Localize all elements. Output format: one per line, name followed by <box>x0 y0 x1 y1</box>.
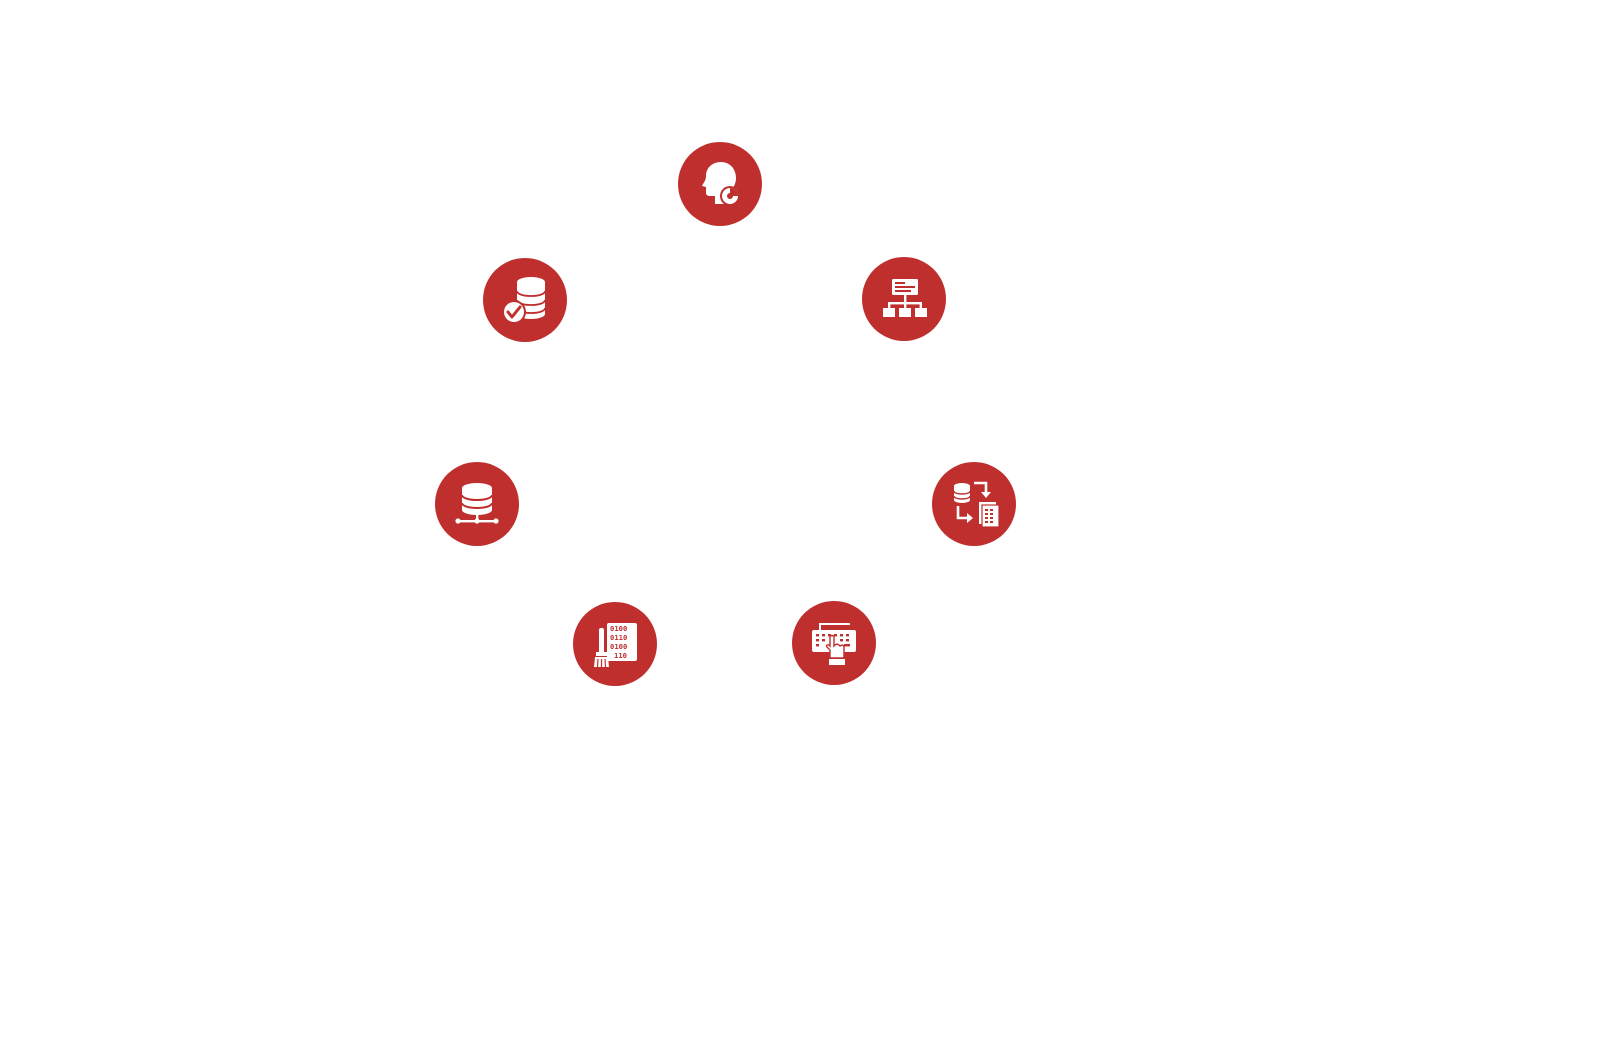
node-cleanse[interactable]: 0100 0110 0100 110 <box>573 602 657 686</box>
database-network-icon <box>455 483 499 524</box>
node-insight[interactable] <box>678 142 762 226</box>
node-quality[interactable] <box>483 258 567 342</box>
svg-text:110: 110 <box>614 651 627 660</box>
node-entry[interactable] <box>792 601 876 685</box>
svg-text:0110: 0110 <box>610 633 627 642</box>
node-model[interactable] <box>862 257 946 341</box>
keyboard-typing-icon <box>812 623 856 665</box>
hierarchy-chart-icon <box>883 279 927 317</box>
node-server[interactable] <box>435 462 519 546</box>
database-check-icon <box>502 277 546 324</box>
head-pie-chart-icon <box>702 162 740 206</box>
node-migrate[interactable] <box>932 462 1016 546</box>
svg-text:0100: 0100 <box>610 642 627 651</box>
binary-cleansing-icon: 0100 0110 0100 110 <box>594 623 637 668</box>
svg-text:0100: 0100 <box>610 624 627 633</box>
database-migration-icon <box>953 481 1000 528</box>
